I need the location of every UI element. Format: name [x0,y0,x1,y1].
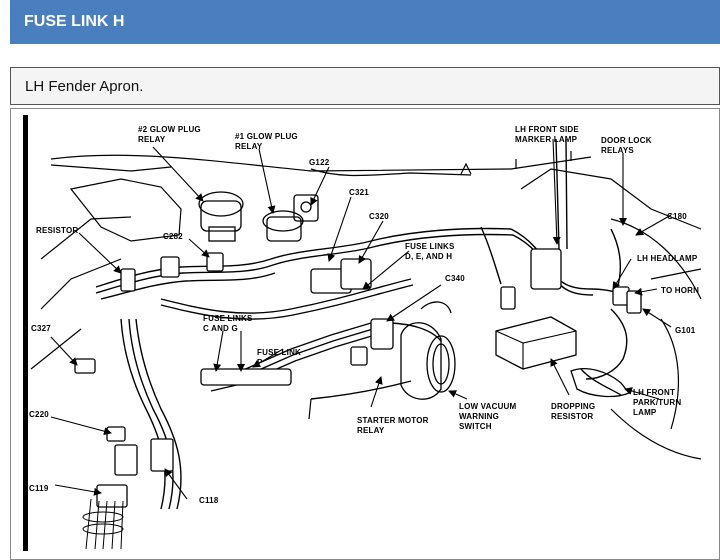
label-park-turn: PARK/TURN [633,398,681,407]
label-g122: G122 [309,158,330,167]
connectors [74,248,642,508]
label-c119: C119 [29,484,49,493]
dropping-resistor [495,316,577,370]
wiring-diagram: #2 GLOW PLUG RELAY #1 GLOW PLUG RELAY G1… [23,115,702,551]
label-door-lock: DOOR LOCK [601,136,652,145]
label-lh-headlamp: LH HEADLAMP [637,254,698,263]
starter-relay-and-switch [200,301,456,400]
label-park-turn-lamp: LAMP [633,408,657,417]
park-turn-lamp [570,368,631,398]
label-fuse-links-cg-2: C AND G [203,324,238,333]
label-marker-lamp: MARKER LAMP [515,135,578,144]
label-fuse-links-deh-2: D, E, AND H [405,252,452,261]
label-c282: C282 [163,232,183,241]
label-c327: C327 [31,324,51,333]
label-c118: C118 [199,496,219,505]
label-fuse-links-deh: FUSE LINKS [405,242,455,251]
bundle-end [82,498,124,550]
label-lh-front-side: LH FRONT SIDE [515,125,579,134]
label-starter-relay: RELAY [357,426,385,435]
diagram-labels: #2 GLOW PLUG RELAY #1 GLOW PLUG RELAY G1… [29,125,699,505]
figure-caption: LH Fender Apron. [10,67,720,105]
label-fuse-link-p-2: P [257,358,263,367]
label-dropping-resistor: RESISTOR [551,412,593,421]
label-low-vacuum: LOW VACUUM [459,402,517,411]
label-fuse-links-cg: FUSE LINKS [203,314,253,323]
label-c340: C340 [445,274,465,283]
label-door-lock-relays: RELAYS [601,146,634,155]
label-glow-plug-1: #1 GLOW PLUG [235,132,298,141]
label-c321: C321 [349,188,369,197]
page-header: FUSE LINK H [10,0,720,44]
wiring-diagram-figure: #2 GLOW PLUG RELAY #1 GLOW PLUG RELAY G1… [10,108,720,560]
header-title: FUSE LINK H [24,13,125,30]
label-glow-plug-2-relay: RELAY [138,135,166,144]
label-resistor: RESISTOR [36,226,78,235]
label-glow-plug-2: #2 GLOW PLUG [138,125,201,134]
label-g101: G101 [675,326,696,335]
caption-text: LH Fender Apron. [25,77,144,95]
label-fuse-link-p: FUSE LINK [257,348,301,357]
label-dropping: DROPPING [551,402,595,411]
label-switch: SWITCH [459,422,492,431]
label-starter-motor: STARTER MOTOR [357,416,429,425]
leader-lines [50,138,672,500]
frame-edge [23,115,28,551]
fender-apron-outline [30,151,702,460]
resistor-component [120,268,136,292]
label-c320: C320 [369,212,389,221]
label-glow-plug-1-relay: RELAY [235,142,263,151]
glow-plug-relays [198,191,319,242]
label-c180: C180 [667,212,687,221]
label-to-horn: TO HORN [661,286,699,295]
label-c220: C220 [29,410,49,419]
label-lh-front-park: LH FRONT [633,388,675,397]
label-warning: WARNING [459,412,499,421]
